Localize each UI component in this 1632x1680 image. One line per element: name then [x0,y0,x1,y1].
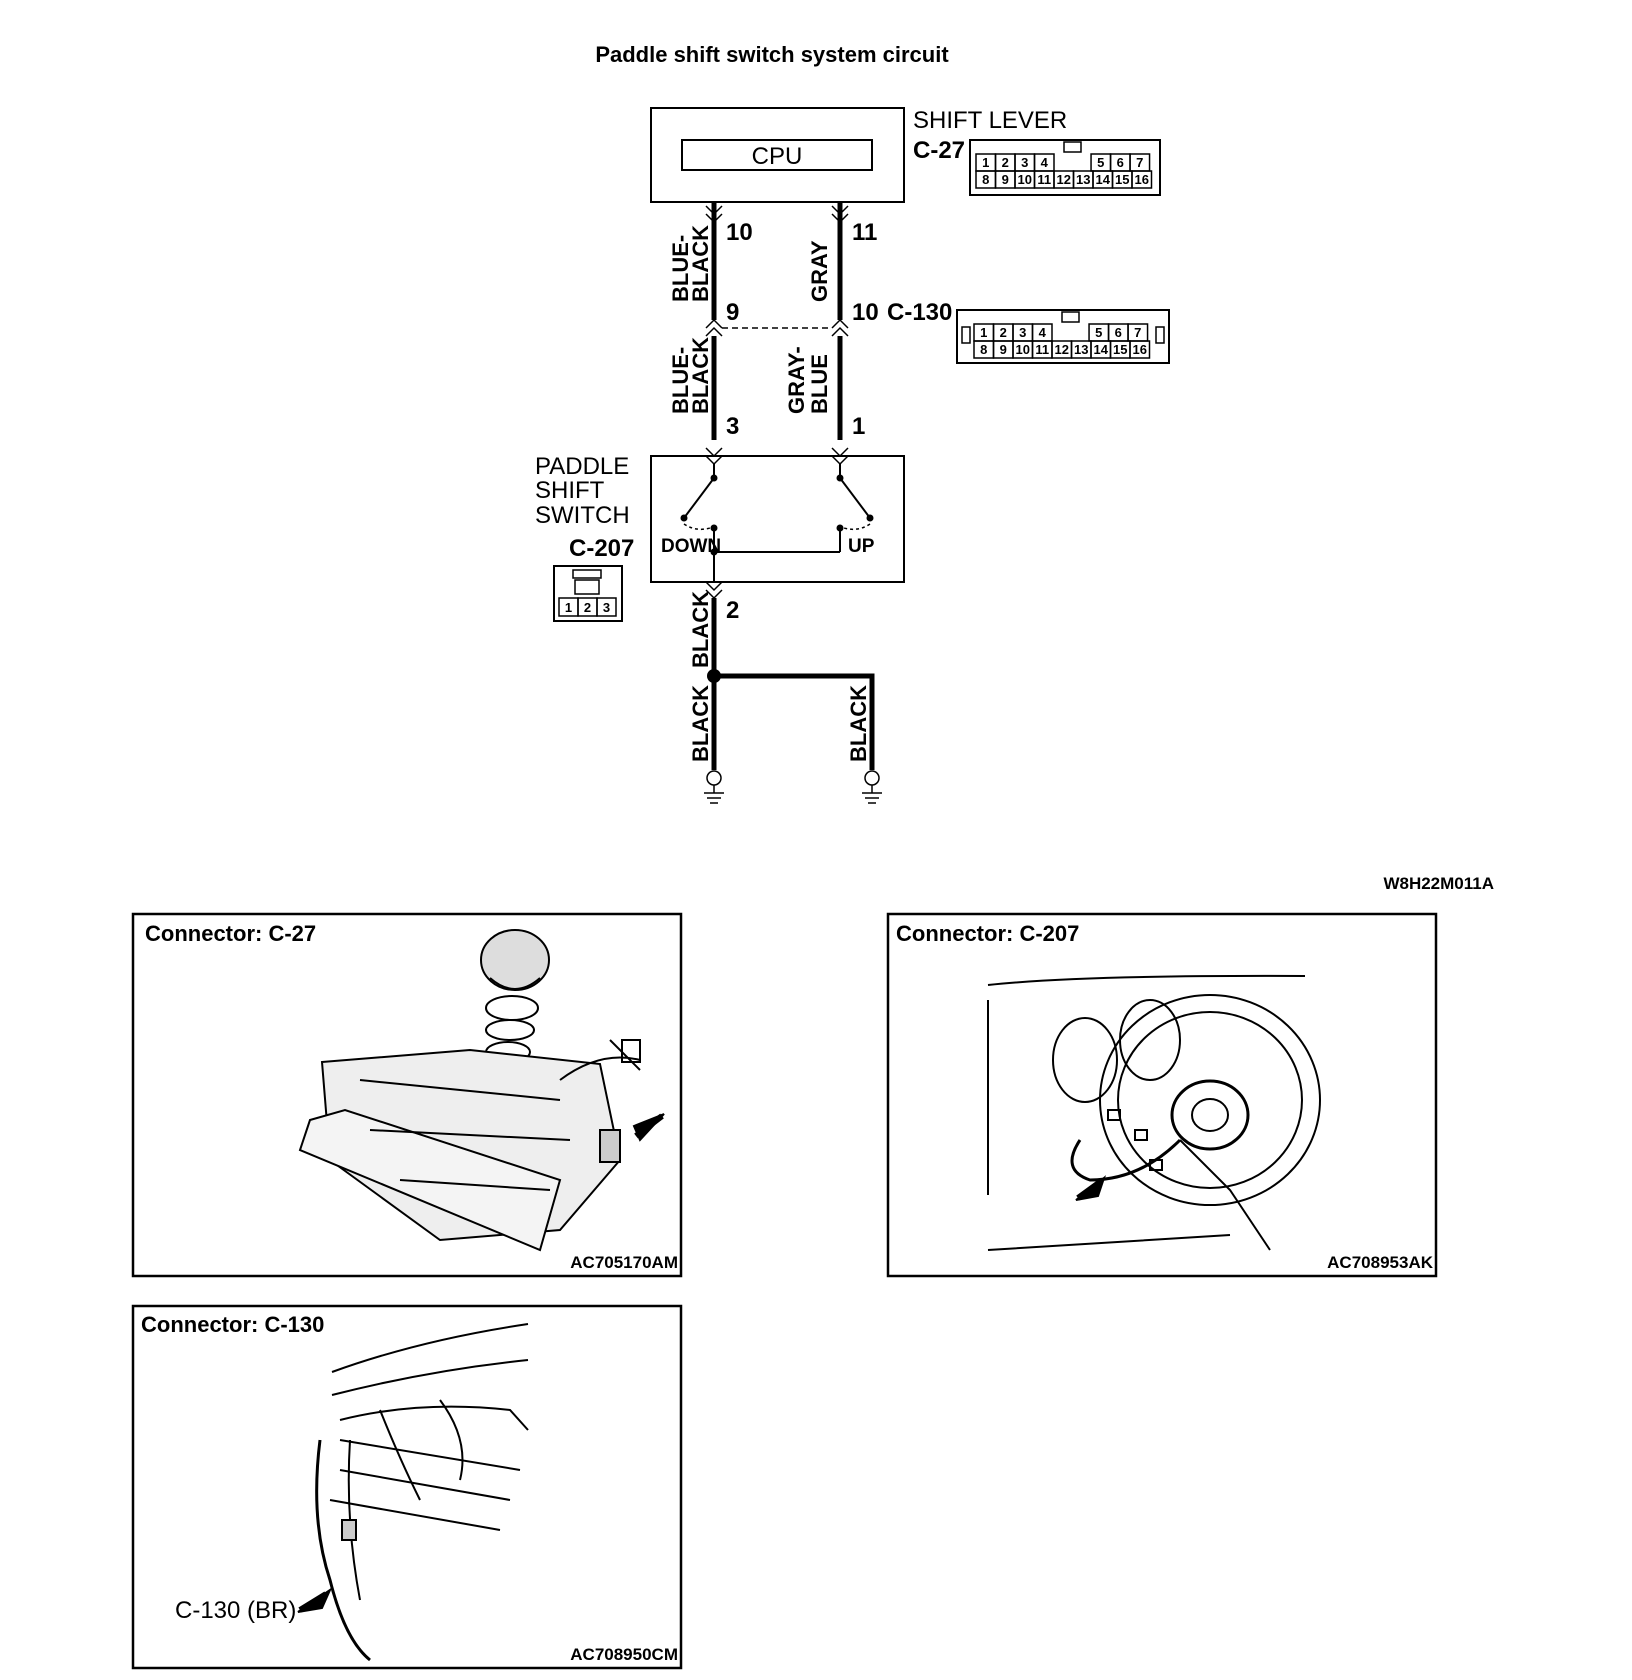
panel-c207-code: AC708953AK [1327,1253,1434,1272]
shift-lever-box [650,107,905,203]
c130-pin-12: 12 [1055,342,1069,357]
wire-label-blue-black-lower-1: BLUE- [668,347,693,414]
pin-c27-10: 10 [726,219,753,246]
c130-pin-3: 3 [1019,325,1026,340]
c207-pin-1: 1 [565,600,572,615]
splice-point-icon [707,669,721,683]
panel-c130-code: AC708950CM [570,1645,678,1664]
c27-pin-13: 13 [1076,172,1090,187]
paddle-switch-box [650,455,905,583]
wire-label-black-upper: BLACK [688,591,713,668]
pin-c130-10: 10 [852,299,879,326]
c27-pin-16-cell [1131,170,1153,189]
c27-pin-7: 7 [1136,155,1143,170]
c130-pin-9: 9 [1000,342,1007,357]
c27-pin-15: 15 [1115,172,1129,187]
pin-c27-11: 11 [852,219,877,246]
c27-pin-3: 3 [1021,155,1028,170]
panel-c130-title: Connector: C-130 [141,1312,324,1337]
panel-c207 [886,912,1438,1278]
wire-label-gray-blue-2: BLUE [807,354,832,414]
wire-black-ground-right [714,673,875,770]
c27-pin-6: 6 [1117,155,1124,170]
ground-right-icon [862,770,882,804]
down-label: DOWN [661,536,721,557]
c27-pin-1: 1 [982,155,989,170]
pin-c207-3: 3 [726,413,739,440]
wire-label-gray-upper: GRAY [807,240,832,302]
c130-pin-14: 14 [1094,342,1109,357]
c27-pin-10: 10 [1018,172,1032,187]
c130-pin-4: 4 [1039,325,1047,340]
c27-pin-4: 4 [1041,155,1049,170]
panel-c27-code: AC705170AM [570,1253,678,1272]
wire-label-blue-black-lower-2: BLACK [688,337,713,414]
c130-pin-6: 6 [1115,325,1122,340]
pin-c130-9: 9 [726,299,739,326]
wire-label-blue-black-upper-2: BLACK [688,225,713,302]
up-label: UP [848,536,875,557]
shift-lever-label: SHIFT LEVER [913,107,1067,134]
c130-pin-11: 11 [1035,342,1049,357]
c27-pin-16: 16 [1135,172,1149,187]
c130-pin-2: 2 [1000,325,1007,340]
c27-pin-14: 14 [1096,172,1111,187]
cpu-box [681,139,873,171]
c130-pin-8: 8 [980,342,987,357]
c27-pin-5: 5 [1097,155,1104,170]
c207-pin-3-cell [596,597,617,617]
paddle-switch-connector-id: C-207 [569,535,634,562]
panel-c130-callout: C-130 (BR) [175,1597,296,1624]
steering-wheel-illustration [987,974,1321,1251]
terminal-c130-9-icon [705,318,723,337]
panel-c27-title: Connector: C-27 [145,921,316,946]
wire-label-gray-blue-1: GRAY- [784,346,809,414]
c27-pin-12: 12 [1057,172,1071,187]
c27-pin-9: 9 [1002,172,1009,187]
terminal-c27-10-icon [705,205,723,224]
paddle-switch-contacts-icon [680,464,874,582]
c27-pin-2: 2 [1002,155,1009,170]
panel-c207-title: Connector: C-207 [896,921,1079,946]
panel-c130 [131,1304,683,1670]
instrument-panel-harness-illustration [297,1323,529,1662]
c27-pin-11: 11 [1037,172,1051,187]
paddle-switch-label-1: PADDLE [535,453,629,480]
c130-pin-13: 13 [1074,342,1088,357]
terminal-c27-11-icon [831,205,849,224]
terminal-c130-10-icon [831,318,849,337]
c130-pin-16: 16 [1133,342,1147,357]
shift-lever-assembly-illustration [298,929,665,1252]
paddle-switch-label-3: SWITCH [535,502,630,529]
cpu-label: CPU [752,143,803,170]
c130-pin-16-cell [1129,340,1151,359]
wire-label-black-lower-left: BLACK [688,685,713,762]
ground-left-icon [704,770,724,804]
junction-connector-id: C-130 [887,299,952,326]
wire-label-blue-black-upper-1: BLUE- [668,235,693,302]
c130-pin-7: 7 [1134,325,1141,340]
diagram-title: Paddle shift switch system circuit [595,42,949,67]
c27-pin-8: 8 [982,172,989,187]
c130-pin-15: 15 [1113,342,1127,357]
pin-c207-2: 2 [726,597,739,624]
c130-pin-10: 10 [1016,342,1030,357]
pin-c207-1: 1 [852,413,865,440]
c207-pin-3: 3 [603,600,610,615]
figure-code: W8H22M011A [1383,874,1494,893]
shift-lever-connector-id: C-27 [913,137,965,164]
c130-pin-1: 1 [980,325,987,340]
c130-pin-5: 5 [1095,325,1102,340]
c207-pin-2: 2 [584,600,591,615]
wire-label-black-lower-right: BLACK [846,685,871,762]
paddle-switch-label-2: SHIFT [535,477,605,504]
